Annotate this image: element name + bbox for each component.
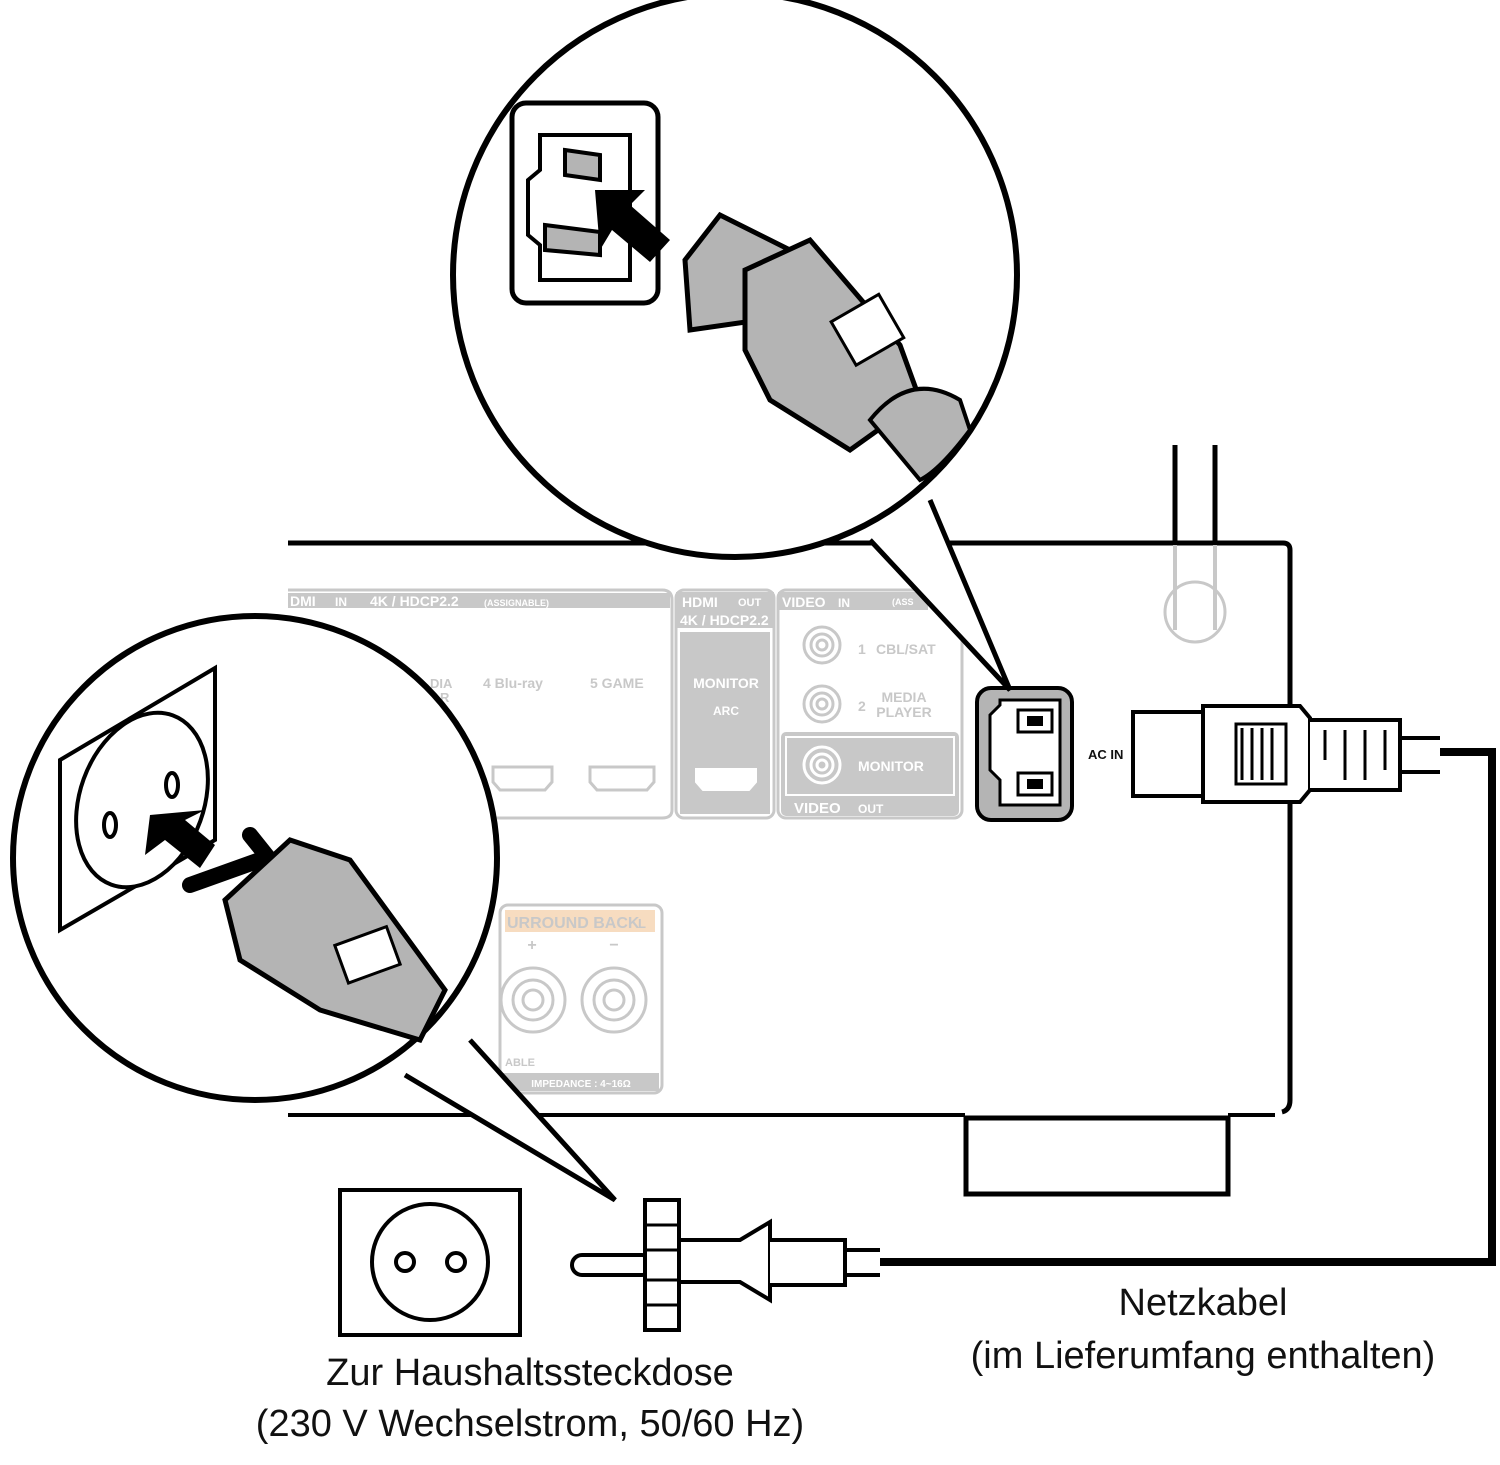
euro-plug [570, 1198, 880, 1332]
hdmi-in-spec: 4K / HDCP2.2 [370, 593, 459, 609]
assignable-partial-label: ABLE [505, 1057, 535, 1069]
ac-in-label: AC IN [1088, 747, 1123, 762]
surround-back-section: URROUND BACK L + − ABLE IMPEDANCE : 4~16… [498, 903, 664, 1095]
hdmi-out-header: HDMI [682, 594, 718, 610]
video-out-header: VIDEO [794, 800, 841, 817]
hdmi-in-header: DMI [290, 593, 316, 609]
surround-back-label: URROUND BACK [507, 915, 640, 932]
power-cable [880, 748, 1496, 1266]
schuko-detail-callout [10, 613, 617, 1203]
schuko-plug-closeup [182, 827, 448, 1043]
video-section: VIDEO IN (ASS 1 CBL/SAT 2 MEDIA PLAYER M… [776, 588, 964, 820]
video-in-header: VIDEO [782, 594, 826, 610]
hdmi-out-monitor-label: MONITOR [693, 675, 759, 691]
hdmi-out-arc-label: ARC [713, 704, 739, 718]
video-in-badge: IN [838, 596, 850, 610]
insert-arrow-icon-2 [145, 810, 215, 868]
hdmi-out-spec: 4K / HDCP2.2 [680, 612, 769, 628]
outlet-label-line1: Zur Haushaltssteckdose [326, 1352, 734, 1394]
hdmi-in-3-label-partial-2: R [440, 690, 450, 705]
video-out-badge: OUT [858, 802, 884, 816]
hdmi-port-4 [491, 765, 554, 792]
hdmi-in-3-label-partial: DIA [430, 676, 453, 691]
hdmi-out-badge: OUT [738, 597, 762, 609]
hdmi-in-section: DMI IN 4K / HDCP2.2 (ASSIGNABLE) DIA R 4… [288, 588, 674, 820]
video-in-1-label: CBL/SAT [876, 641, 936, 657]
hdmi-out-section: HDMI OUT 4K / HDCP2.2 MONITOR ARC [674, 588, 776, 820]
speaker-terminal-plus [499, 966, 567, 1034]
iec-detail-callout [450, 0, 1020, 692]
minus-icon: − [609, 937, 618, 954]
hdmi-in-assignable: (ASSIGNABLE) [484, 598, 549, 608]
hdmi-in-badge: IN [335, 595, 347, 609]
receiver-rear-panel [288, 540, 1293, 1197]
hdmi-in-4-label: 4 Blu-ray [483, 675, 543, 691]
speaker-terminal-minus [580, 966, 648, 1034]
cable-label-line1: Netzkabel [1119, 1282, 1288, 1324]
hdmi-port-5 [588, 765, 656, 792]
antenna-icon [1163, 445, 1227, 644]
cable-label-line2: (im Lieferumfang enthalten) [971, 1335, 1436, 1377]
plus-icon: + [527, 937, 536, 954]
video-in-2-label-b: PLAYER [876, 704, 932, 720]
surround-back-badge: L [638, 916, 646, 931]
iec-plug-closeup [682, 211, 973, 483]
video-in-assignable: (ASS [892, 597, 914, 607]
video-in-1-number: 1 [858, 641, 866, 657]
labels: Zur Haushaltssteckdose (230 V Wechselstr… [256, 1282, 1436, 1445]
insert-arrow-icon [595, 190, 670, 262]
receiver-foot [963, 1115, 1231, 1197]
video-in-2-label-a: MEDIA [881, 689, 926, 705]
video-in-2-number: 2 [858, 698, 866, 714]
wall-outlet [338, 1188, 522, 1337]
hdmi-in-5-label: 5 GAME [590, 675, 644, 691]
impedance-label: IMPEDANCE : 4~16Ω [531, 1079, 630, 1090]
hdmi-out-port [695, 768, 757, 791]
iec-power-plug [1131, 704, 1440, 804]
outlet-label-line2: (230 V Wechselstrom, 50/60 Hz) [256, 1403, 804, 1445]
video-out-monitor-label: MONITOR [858, 758, 924, 774]
ac-in-inlet: AC IN [975, 686, 1123, 822]
